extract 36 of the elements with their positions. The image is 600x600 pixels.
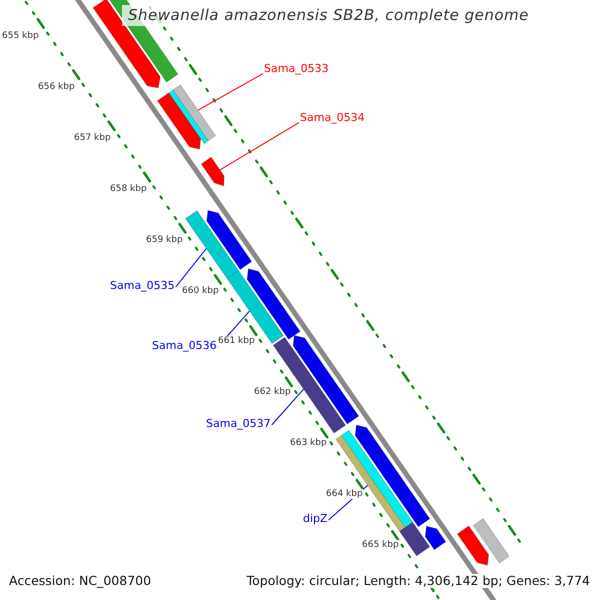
scale-label: 659 kbp	[146, 234, 183, 245]
gene-feature	[206, 210, 252, 270]
gene-bar	[398, 522, 430, 556]
leader-line	[271, 388, 304, 426]
gene-bar	[172, 84, 216, 142]
leader-line	[198, 73, 264, 111]
scale-label: 665 kbp	[362, 540, 399, 550]
scale-label: 656 kbp	[38, 82, 75, 92]
gene-label: Sama_0534	[300, 112, 365, 125]
gene-label: Sama_0537	[206, 418, 271, 431]
scale-label: 660 kbp	[182, 286, 219, 296]
gene-label: Sama_0533	[264, 63, 329, 76]
gene-label: dipZ	[303, 513, 328, 526]
scale-label: 662 kbp	[254, 387, 291, 398]
gene-label: Sama_0536	[152, 340, 217, 353]
scale-label: 657 kbp	[74, 132, 111, 144]
scale-label: 663 kbp	[290, 438, 327, 449]
gene-feature	[292, 334, 360, 425]
gene-bar	[272, 336, 346, 434]
gene-bar	[168, 89, 209, 144]
leader-line	[175, 248, 207, 288]
genome-stats-text: Topology: circular; Length: 4,306,142 bp; Genes: 3,774	[246, 574, 590, 588]
leader-line	[219, 122, 300, 170]
gene-feature	[456, 525, 490, 566]
gene-bar	[341, 430, 414, 528]
scale-label: 658 kbp	[110, 184, 147, 194]
scale-label: 655 kbp	[2, 31, 39, 42]
gene-feature	[424, 526, 446, 550]
gene-bar	[184, 210, 240, 280]
accession-text: Accession: NC_008700	[9, 574, 152, 588]
scale-label: 661 kbp	[218, 336, 255, 347]
gene-label: Sama_0535	[110, 280, 175, 293]
scale-label: 664 kbp	[326, 489, 363, 500]
gene-bar	[472, 518, 510, 564]
gene-feature	[156, 92, 202, 150]
gene-feature	[200, 156, 225, 187]
